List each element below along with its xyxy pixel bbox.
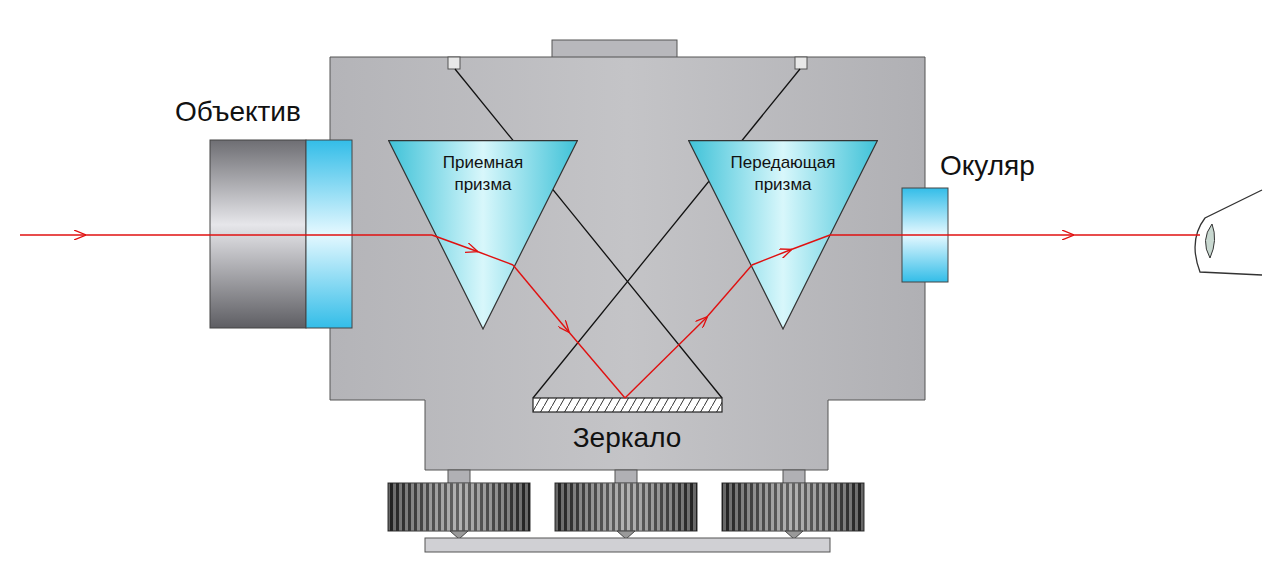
- prism-label: Передающая призма: [718, 140, 848, 196]
- part-label: Объектив: [175, 96, 301, 128]
- part-label: Зеркало: [573, 422, 682, 454]
- prism: Приемная призма: [388, 140, 578, 330]
- part-label: Окуляр: [940, 150, 1035, 182]
- prism-label: Приемная призма: [423, 140, 543, 196]
- prism: Передающая призма: [688, 140, 878, 330]
